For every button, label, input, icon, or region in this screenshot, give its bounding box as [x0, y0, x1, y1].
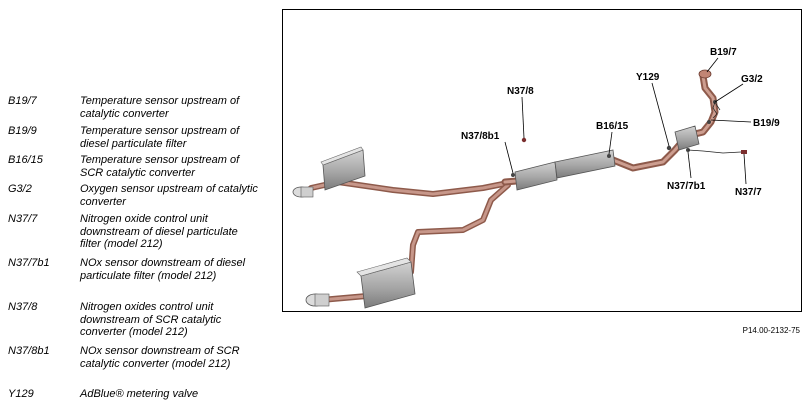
b16-15-sensor-icon: [607, 154, 611, 158]
callout-b16-15: B16/15: [596, 121, 629, 132]
legend-code: N37/8b1: [8, 345, 50, 357]
callout-n37-7: N37/7: [735, 187, 762, 198]
callout-b19-9: B19/9: [753, 118, 780, 129]
legend-code: B19/7: [8, 95, 37, 107]
legend-description: Temperature sensor upstream of catalytic…: [80, 95, 240, 120]
callout-g3-2: G3/2: [741, 74, 763, 85]
legend-description: NOx sensor downstream of SCR catalytic c…: [80, 345, 240, 370]
legend-description: Temperature sensor upstream of diesel pa…: [80, 125, 240, 150]
legend-code: G3/2: [8, 183, 32, 195]
lower-rear-muffler: [356, 257, 416, 309]
leader-lines: [504, 57, 752, 185]
callout-y129: Y129: [636, 72, 660, 83]
b19-9-sensor-icon: [707, 120, 711, 124]
legend-code: N37/7b1: [8, 257, 50, 269]
turbo-outlet: [698, 69, 712, 79]
legend-code: Y129: [8, 388, 34, 400]
exhaust-system-figure: B19/7 G3/2 B19/9 Y129 N37/8 N37/8b1 B16/…: [282, 9, 802, 312]
n37-8b1-sensor-icon: [511, 173, 515, 177]
exhaust-system-diagram: B19/7 G3/2 B19/9 Y129 N37/8 N37/8b1 B16/…: [292, 47, 780, 309]
legend-description: Nitrogen oxides control unit downstream …: [80, 301, 222, 338]
legend-description: Nitrogen oxide control unit downstream o…: [80, 213, 238, 250]
center-muffler: [514, 149, 616, 191]
legend-code: N37/8: [8, 301, 38, 313]
callout-n37-7b1: N37/7b1: [667, 181, 706, 192]
legend-code: B16/15: [8, 154, 43, 166]
sensor-wiring: [687, 101, 742, 154]
legend: B19/7 Temperature sensor upstream of cat…: [0, 0, 270, 411]
callout-n37-8: N37/8: [507, 86, 534, 97]
callout-b19-7: B19/7: [710, 47, 737, 58]
legend-description: AdBlue® metering valve: [80, 388, 199, 400]
upper-rear-muffler: [320, 146, 366, 191]
legend-description: Temperature sensor upstream of SCR catal…: [80, 154, 240, 179]
figure-id: P14.00-2132-75: [742, 326, 800, 335]
legend-description: NOx sensor downstream of diesel particul…: [80, 257, 246, 282]
front-catalytic-converter: [674, 125, 700, 151]
legend-code: N37/7: [8, 213, 38, 225]
legend-code: B19/9: [8, 125, 37, 137]
n37-7-control-unit-icon: [741, 150, 747, 154]
callout-n37-8b1: N37/8b1: [461, 131, 500, 142]
n37-8-sensor-icon: [521, 137, 527, 143]
legend-description: Oxygen sensor upstream of catalytic conv…: [80, 183, 258, 208]
y129-valve-icon: [666, 145, 672, 151]
